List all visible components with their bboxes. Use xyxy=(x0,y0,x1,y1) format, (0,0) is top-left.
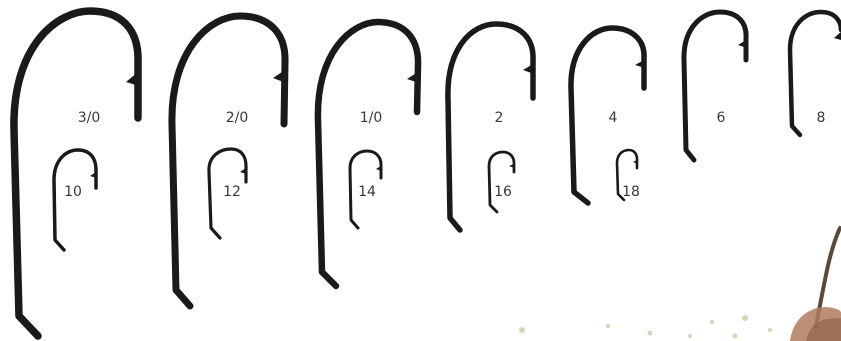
angler-photo xyxy=(519,228,841,341)
hook-body xyxy=(54,150,96,250)
hook-illustration xyxy=(14,11,139,336)
hook-illustration xyxy=(318,22,419,286)
size-labels: 3/0 2/0 1/0 2 4 6 8 10 12 14 16 18 xyxy=(64,110,825,200)
hook-size-label: 4 xyxy=(609,110,618,126)
hook-size-label: 6 xyxy=(717,110,726,126)
hook-size-label: 10 xyxy=(64,184,82,200)
hook-barb xyxy=(273,70,286,83)
hook-barb xyxy=(834,32,841,40)
hook-drawings xyxy=(14,11,841,336)
hook-size-label: 1/0 xyxy=(360,110,383,126)
hook-body xyxy=(14,11,138,336)
hook-barb xyxy=(523,64,534,74)
hook-illustration xyxy=(489,152,515,212)
hook-barb xyxy=(738,40,747,48)
hook-barb xyxy=(635,60,645,68)
hook-size-label: 8 xyxy=(817,110,826,126)
hook-barb xyxy=(509,164,515,168)
hook-size-label: 3/0 xyxy=(78,110,101,126)
foliage-specks xyxy=(519,315,772,339)
hook-size-label: 2 xyxy=(495,110,504,126)
hook-body xyxy=(571,28,644,203)
hook-size-label: 18 xyxy=(622,184,640,200)
hook-barb xyxy=(240,168,247,174)
hook-body xyxy=(684,12,746,160)
hook-illustration xyxy=(54,150,97,250)
hook-size-label: 14 xyxy=(358,184,376,200)
hook-size-label: 2/0 xyxy=(226,110,249,126)
hook-barb xyxy=(407,72,419,83)
hook-size-label: 16 xyxy=(494,184,512,200)
hook-body xyxy=(790,12,841,135)
hook-body xyxy=(172,16,285,306)
hook-size-label: 12 xyxy=(223,184,241,200)
hook-barb xyxy=(90,172,97,178)
hook-illustration xyxy=(684,12,747,160)
hook-body xyxy=(318,22,418,286)
hook-barb xyxy=(126,72,139,86)
hook-barb xyxy=(633,160,638,164)
hook-body xyxy=(489,152,514,212)
hook-barb xyxy=(376,166,382,171)
hook-illustration xyxy=(172,16,286,306)
hook-illustration xyxy=(790,12,841,135)
